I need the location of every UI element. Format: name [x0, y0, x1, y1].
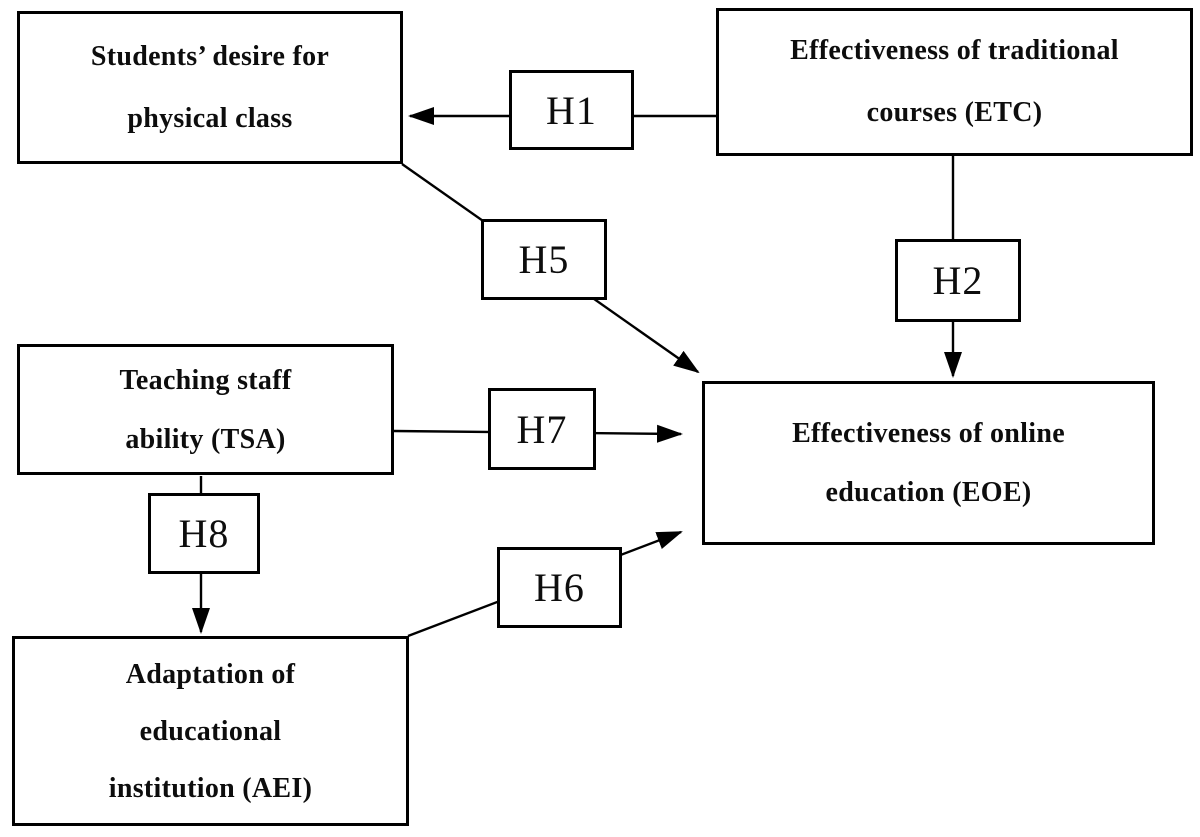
node-label-line: Effectiveness of online: [792, 418, 1065, 449]
node-label-line: courses (ETC): [866, 97, 1043, 128]
node-label-line: Teaching staff: [119, 364, 292, 396]
node-teaching-staff-ability: Teaching staff ability (TSA): [17, 344, 394, 475]
hypothesis-label: H8: [178, 511, 230, 556]
node-label-line: education (EOE): [825, 477, 1032, 508]
hypothesis-label: H2: [932, 258, 984, 303]
node-label-line: educational: [139, 715, 282, 747]
node-label-line: physical class: [127, 102, 293, 134]
hypothesis-box-h1: H1: [509, 70, 634, 150]
hypothesis-box-h8: H8: [148, 493, 260, 574]
node-label-line: Adaptation of: [125, 658, 296, 690]
hypothesis-label: H5: [518, 237, 570, 282]
node-effectiveness-traditional-courses: Effectiveness of traditional courses (ET…: [716, 8, 1193, 156]
hypothesis-box-h5: H5: [481, 219, 607, 300]
hypothesis-box-h7: H7: [488, 388, 596, 470]
node-students-desire-physical-class: Students’ desire for physical class: [17, 11, 403, 164]
node-label-line: Effectiveness of traditional: [790, 35, 1119, 66]
node-label-line: Students’ desire for: [90, 40, 330, 72]
hypothesis-label: H6: [534, 565, 585, 610]
node-label-line: institution (AEI): [108, 772, 313, 804]
node-label-line: ability (TSA): [125, 423, 286, 455]
hypothesis-box-h6: H6: [497, 547, 622, 628]
node-adaptation-educational-institution: Adaptation of educational institution (A…: [12, 636, 409, 826]
hypothesis-box-h2: H2: [895, 239, 1021, 322]
hypothesis-label: H7: [516, 406, 568, 452]
hypothesis-label: H1: [546, 87, 597, 133]
node-effectiveness-online-education: Effectiveness of online education (EOE): [702, 381, 1155, 545]
